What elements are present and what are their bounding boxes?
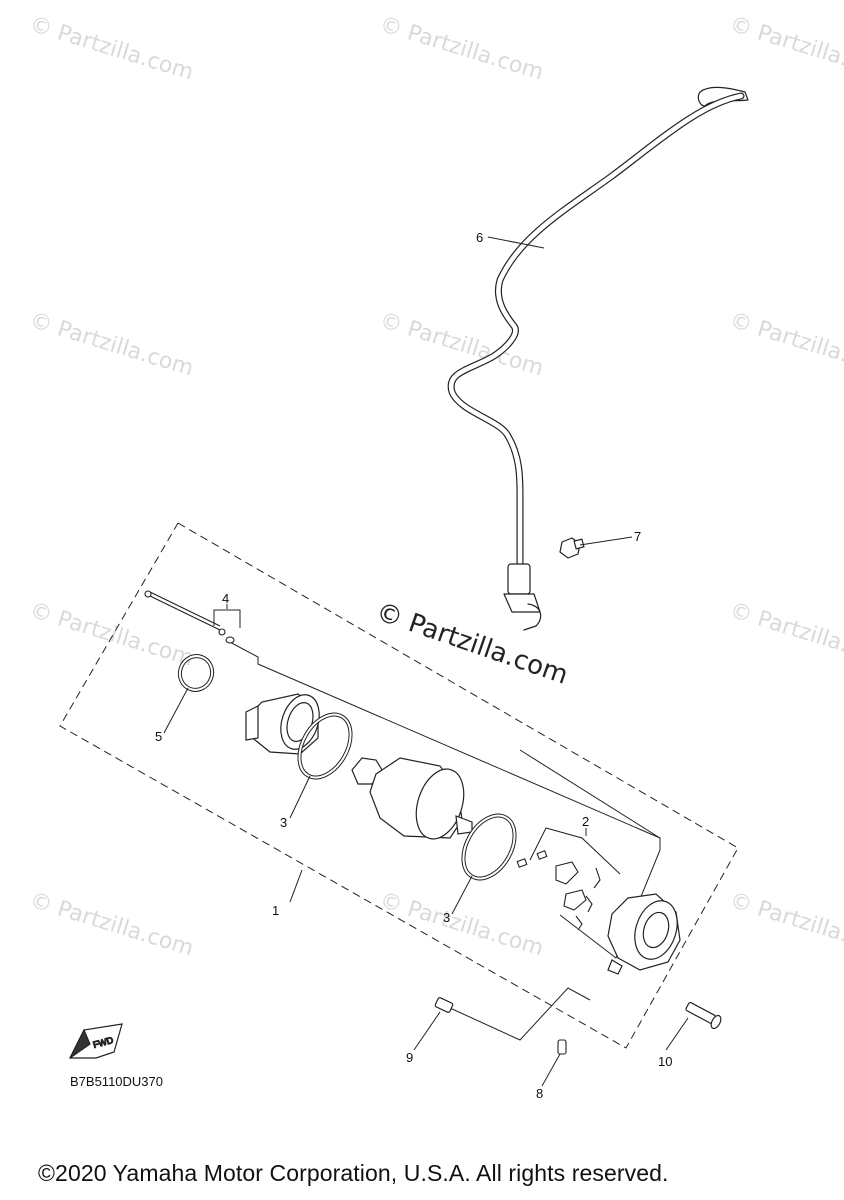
leader-bracket — [529, 827, 621, 875]
motor-yoke[interactable] — [351, 757, 473, 845]
mounting-bolt-long[interactable] — [685, 1002, 723, 1030]
mounting-bolt-short[interactable] — [434, 997, 454, 1013]
diagram-code: B7B5110DU370 — [70, 1074, 163, 1089]
fwd-arrow: FWD — [69, 1023, 123, 1059]
callout-4: 4 — [222, 591, 229, 606]
callout-5: 5 — [155, 729, 162, 744]
callout-9: 9 — [406, 1050, 413, 1065]
cable-bolt[interactable] — [559, 537, 585, 559]
guide-line — [449, 987, 591, 1041]
callout-7: 7 — [634, 529, 641, 544]
rear-cover[interactable] — [607, 893, 684, 975]
small-screw[interactable] — [557, 1039, 567, 1055]
callout-1: 1 — [272, 903, 279, 918]
brush-set[interactable] — [516, 850, 601, 931]
callout-3-lower: 3 — [443, 910, 450, 925]
callout-6: 6 — [476, 230, 483, 245]
front-cover[interactable] — [245, 690, 326, 755]
callout-2: 2 — [582, 814, 589, 829]
through-bolts[interactable] — [144, 590, 235, 644]
starter-cable[interactable] — [447, 86, 749, 631]
assembly-boundary — [59, 522, 739, 1049]
small-o-ring[interactable] — [175, 652, 217, 695]
leader-lines — [163, 236, 689, 1087]
callout-10: 10 — [658, 1054, 672, 1069]
guide-line — [225, 639, 661, 850]
copyright: ©2020 Yamaha Motor Corporation, U.S.A. A… — [38, 1160, 669, 1186]
callout-8: 8 — [536, 1086, 543, 1101]
guide-line — [519, 749, 661, 839]
callout-3-upper: 3 — [280, 815, 287, 830]
